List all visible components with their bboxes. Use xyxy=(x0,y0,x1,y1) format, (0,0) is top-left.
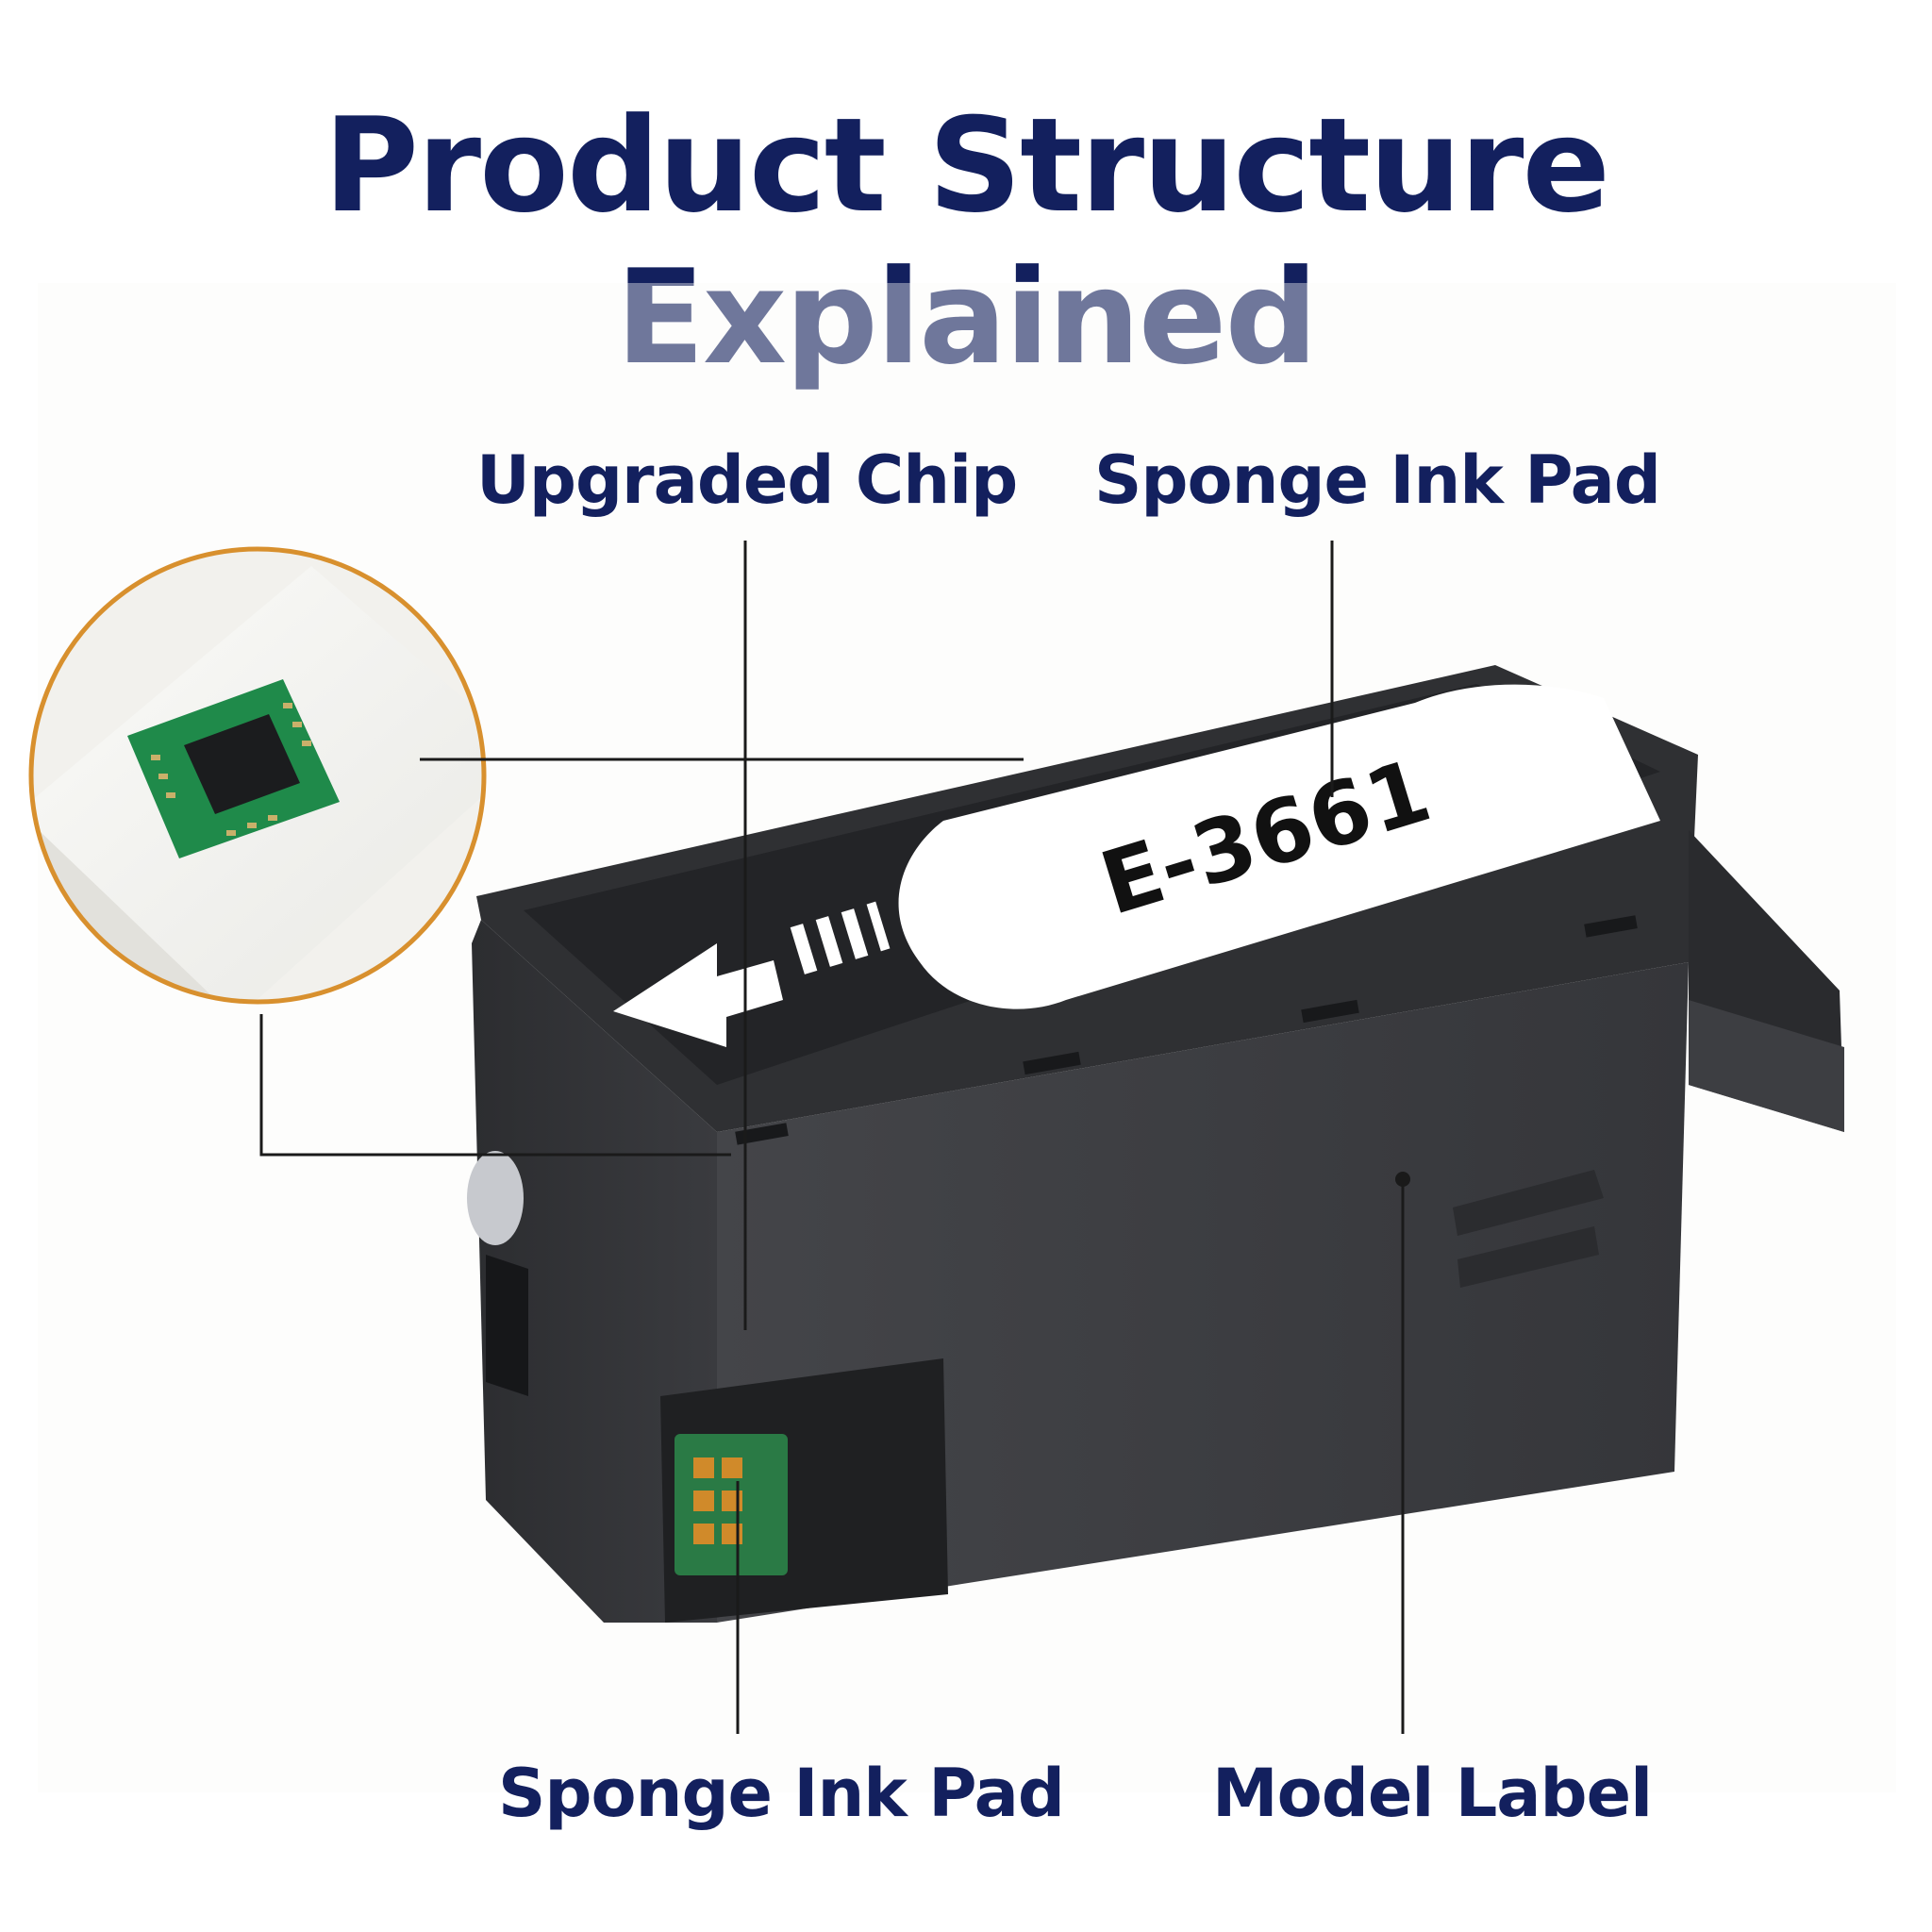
contact-chip xyxy=(675,1434,788,1575)
chip-inset xyxy=(28,546,487,1005)
end-slot xyxy=(486,1255,528,1396)
side-plug xyxy=(467,1151,524,1245)
callout-sponge-ink-pad-bottom: Sponge Ink Pad xyxy=(498,1755,1065,1832)
leader-dot-model-label xyxy=(1395,1172,1410,1187)
left-arrow-icon xyxy=(613,901,891,1047)
model-label-sticker xyxy=(898,684,1660,1009)
callout-model-label: Model Label xyxy=(1212,1755,1653,1832)
leader-inset-elbow xyxy=(259,1014,731,1157)
leader-lines xyxy=(259,541,1405,1734)
microchip-icon xyxy=(127,679,340,858)
box-tray-wall xyxy=(1689,1000,1844,1132)
callout-sponge-ink-pad-top: Sponge Ink Pad xyxy=(1094,441,1661,519)
callout-upgraded-chip: Upgraded Chip xyxy=(476,441,1018,519)
box-front-face xyxy=(717,962,1689,1623)
rim-notches xyxy=(735,915,1638,1145)
page-title: Product Structure Explained xyxy=(323,90,1610,393)
side-latch xyxy=(1453,1170,1604,1288)
maintenance-box: E-3661 xyxy=(467,665,1844,1623)
box-end-face xyxy=(472,920,717,1623)
